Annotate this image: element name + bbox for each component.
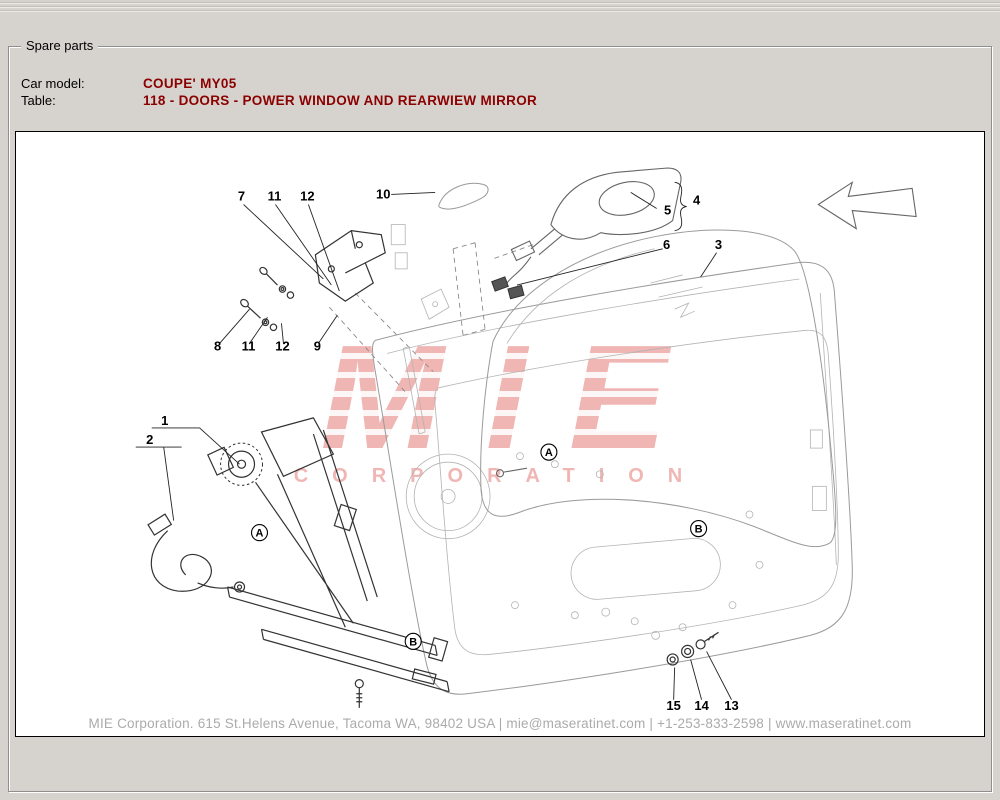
- regulator-bolt: [354, 679, 364, 708]
- callout-9: 9: [314, 338, 321, 353]
- window-glass: [480, 229, 837, 548]
- callout-12b: 12: [275, 338, 289, 353]
- callout-12a: 12: [300, 188, 314, 203]
- callout-10: 10: [376, 186, 390, 201]
- wiring-cable: [147, 513, 246, 593]
- bracket-4: [674, 181, 687, 232]
- direction-arrow-icon: [817, 181, 917, 230]
- car-model-value: COUPE' MY05: [143, 76, 237, 91]
- callout-14: 14: [694, 698, 709, 713]
- catalog-header: Car model: COUPE' MY05 Table: 118 - DOOR…: [21, 75, 537, 109]
- callout-13: 13: [724, 698, 738, 713]
- ref-letter-B1: B: [695, 524, 703, 536]
- callout-11a: 11: [268, 188, 282, 203]
- callout-15: 15: [666, 698, 680, 713]
- car-model-label: Car model:: [21, 76, 85, 91]
- mirror-glass-teardrop: [438, 182, 489, 210]
- parts-diagram: 7 11 12 10 5 4 6 3 8 11 12 9 1 2 15 14 1…: [135, 167, 917, 713]
- callout-6: 6: [663, 237, 670, 252]
- table-label: Table:: [21, 93, 56, 108]
- callout-4: 4: [693, 192, 701, 207]
- car-model-row: Car model: COUPE' MY05: [21, 75, 537, 92]
- reference-letters: A B A B: [250, 443, 708, 650]
- diagram-panel: MIE CORPORATION: [15, 131, 985, 737]
- callouts: 7 11 12 10 5 4 6 3 8 11 12 9 1 2 15 14 1…: [146, 186, 739, 712]
- door-screw: [495, 467, 528, 478]
- spare-parts-groupbox: Spare parts Car model: COUPE' MY05 Table…: [8, 38, 992, 792]
- footer-contact-info: MIE Corporation. 615 St.Helens Avenue, T…: [88, 716, 912, 731]
- window-top-edge: [0, 0, 1000, 12]
- table-row: Table: 118 - DOORS - POWER WINDOW AND RE…: [21, 92, 537, 109]
- callout-3: 3: [715, 237, 722, 252]
- callout-2: 2: [146, 432, 153, 447]
- table-value: 118 - DOORS - POWER WINDOW AND REARWIEW …: [143, 93, 538, 108]
- ref-letter-A2: A: [256, 528, 264, 540]
- fastener-group-top: [240, 230, 386, 332]
- ref-letter-A1: A: [545, 447, 553, 459]
- leader-lines: [135, 181, 732, 700]
- callout-7: 7: [238, 188, 245, 203]
- callout-5: 5: [664, 202, 671, 217]
- callout-11b: 11: [242, 338, 256, 353]
- mirror-assembly: [438, 167, 682, 300]
- fastener-group-bottom: [666, 631, 719, 666]
- callout-1: 1: [161, 413, 168, 428]
- window-regulator: [207, 417, 450, 708]
- groupbox-title: Spare parts: [21, 38, 99, 53]
- callout-8: 8: [214, 338, 221, 353]
- bracket-part-9: [314, 230, 386, 302]
- door-shell: [372, 224, 853, 695]
- ref-letter-B2: B: [409, 636, 417, 648]
